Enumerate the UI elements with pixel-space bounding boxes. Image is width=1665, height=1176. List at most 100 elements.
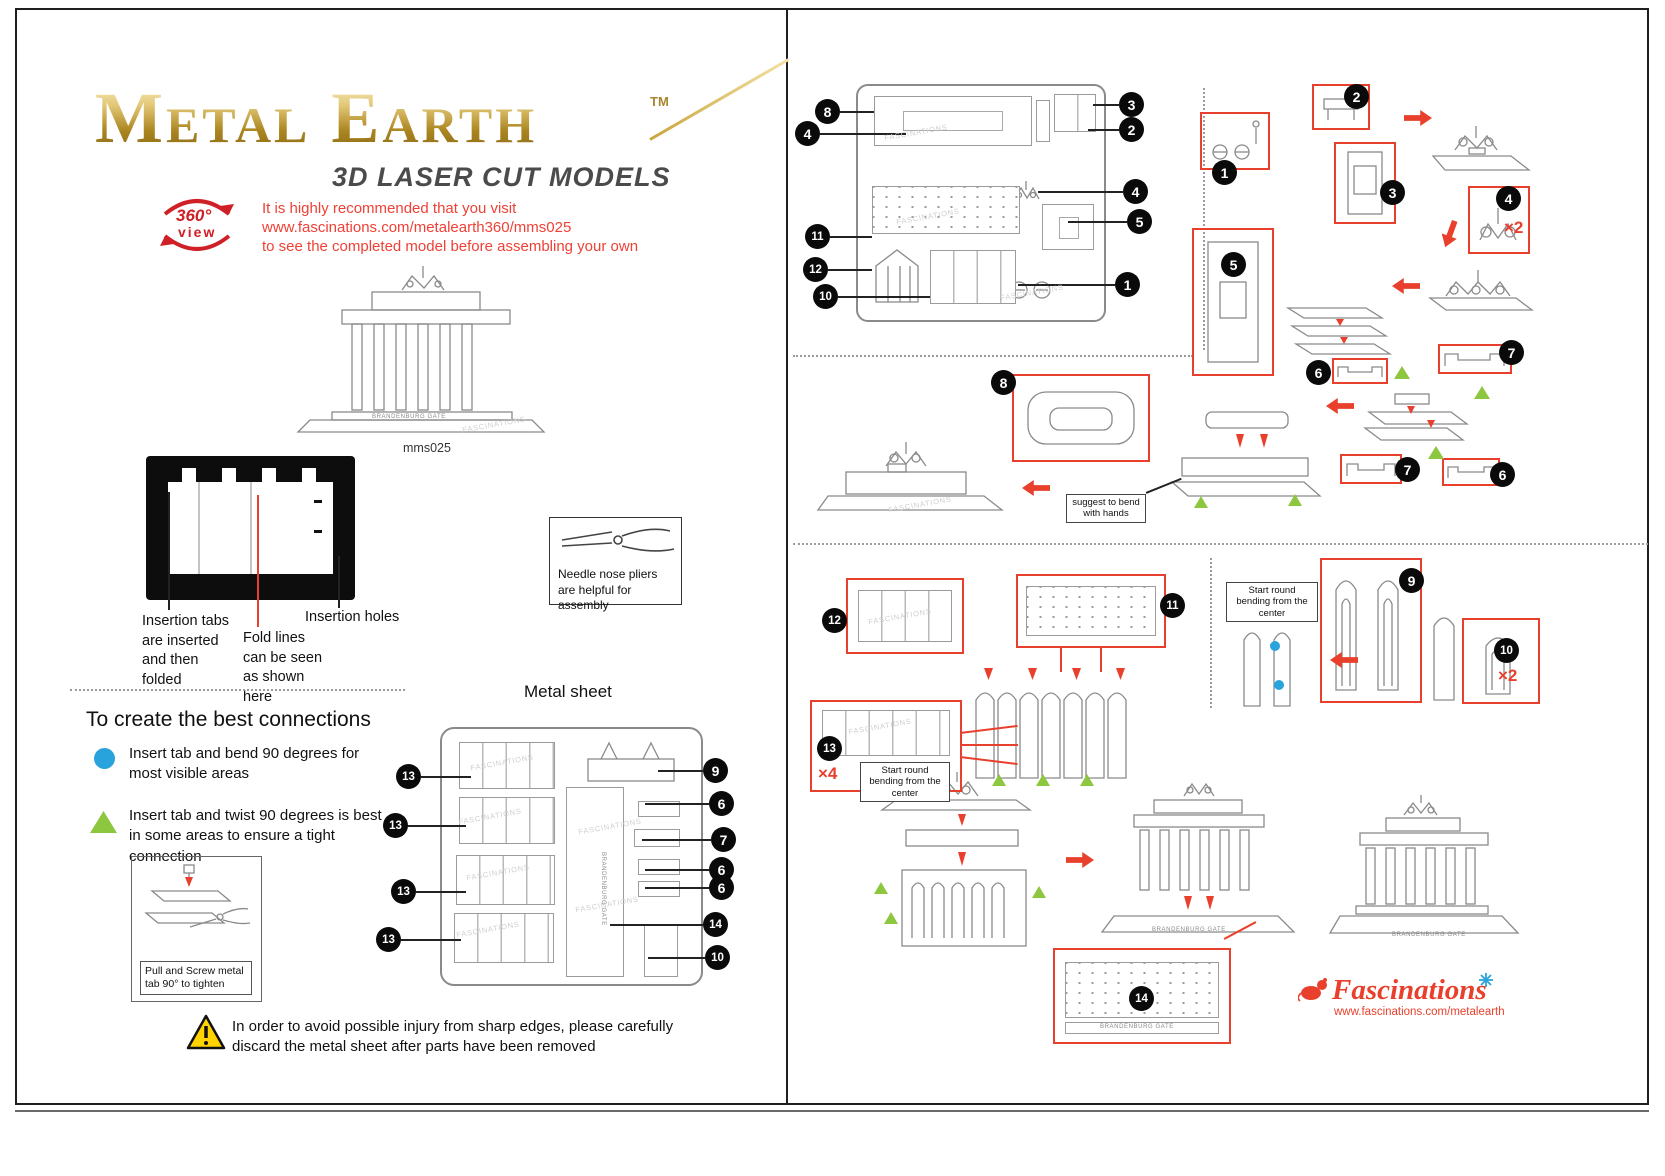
leader-line xyxy=(1038,191,1123,193)
insertion-tab-mark xyxy=(302,468,316,484)
bracket-part-sketch xyxy=(1337,366,1383,377)
step-13-badge: 13 xyxy=(817,736,842,761)
leader-line xyxy=(828,269,872,271)
step-3-badge: 3 xyxy=(1380,180,1405,205)
step1-result-sketch xyxy=(1431,126,1531,171)
connections-heading: To create the best connections xyxy=(86,708,371,731)
fascinations-brand: Fascinations xyxy=(1332,974,1487,1006)
twist-tip-text: Insert tab and twist 90 degrees is best … xyxy=(129,807,382,865)
leader-line xyxy=(830,236,872,238)
bend-dot-icon xyxy=(1274,680,1284,690)
leader-line xyxy=(401,939,461,941)
leader-line xyxy=(338,556,340,608)
step5-part-box xyxy=(1192,228,1274,376)
stage-base-label: BRANDENBURG GATE xyxy=(1392,932,1466,938)
map-part-dotted xyxy=(872,186,1020,234)
step8-result-sketch xyxy=(816,442,1004,511)
leader-line xyxy=(658,770,703,772)
dotted-divider xyxy=(70,689,405,691)
callout-7: 7 xyxy=(711,827,736,852)
callout-10: 10 xyxy=(813,284,838,309)
map-part-colonnade xyxy=(930,250,1016,304)
callout-8: 8 xyxy=(815,99,840,124)
callout-5: 5 xyxy=(1127,209,1152,234)
round-bend-note: Start round bending from the center xyxy=(1226,582,1318,623)
sheet-part-bracket xyxy=(638,881,680,897)
sparkle-icon xyxy=(1479,973,1493,987)
dotted-divider xyxy=(1203,88,1205,350)
callout-13: 13 xyxy=(376,927,401,952)
legend-fold: Fold lines can be seen as shown here xyxy=(243,630,323,705)
map-part-frame-window xyxy=(903,111,1003,131)
legend-holes: Insertion holes xyxy=(305,609,400,625)
step13-part xyxy=(822,710,950,756)
callout-3: 3 xyxy=(1119,92,1144,117)
fold-line-mark xyxy=(198,482,200,574)
callout-13: 13 xyxy=(391,879,416,904)
assembly-stage-c-sketch xyxy=(1328,795,1520,934)
dotted-divider xyxy=(1210,558,1212,708)
step-7-badge: 7 xyxy=(1395,457,1420,482)
pull-screw-note: Pull and Screw metal tab 90° to tighten xyxy=(140,960,252,995)
fold-line-mark xyxy=(250,482,252,574)
pull-screw-box: Pull and Screw metal tab 90° to tighten xyxy=(131,856,262,1002)
metal-sheet-title: Metal sheet xyxy=(524,682,612,701)
model-sku: mms025 xyxy=(403,441,451,455)
sheet-part-tall xyxy=(566,787,624,977)
step-14-badge: 14 xyxy=(1129,986,1154,1011)
sheet-part-arches xyxy=(587,741,675,782)
bend-dot-icon xyxy=(1270,641,1280,651)
leader-line xyxy=(421,776,471,778)
step11-part-box xyxy=(1016,574,1166,648)
sheet-part xyxy=(459,742,555,789)
step-10-badge: 10 xyxy=(1494,638,1519,663)
fascinations-mascot-icon xyxy=(1298,978,1327,1002)
step11-part xyxy=(1026,586,1156,636)
assembly-stage-b-sketch xyxy=(1100,782,1296,933)
step-1-badge: 1 xyxy=(1212,160,1237,185)
leader-line xyxy=(416,891,466,893)
step4-result-sketch xyxy=(1428,270,1534,311)
bend-tip-text: Insert tab and bend 90 degrees for most … xyxy=(129,745,360,783)
bracket-part-sketch xyxy=(1346,463,1396,476)
step9-part-box xyxy=(1320,558,1422,703)
step14-part-strip xyxy=(1065,1022,1219,1034)
leader-line xyxy=(645,887,709,889)
pliers-note-text: Needle nose pliers are helpful for assem… xyxy=(558,567,658,613)
sheet-part-bracket xyxy=(634,829,680,847)
step-2-badge: 2 xyxy=(1344,84,1369,109)
pull-screw-sketch xyxy=(144,864,251,928)
recommendation-url: www.fascinations.com/metalearth360/mms02… xyxy=(262,219,572,236)
step10-quantity: ×2 xyxy=(1498,666,1518,685)
dotted-divider xyxy=(793,543,1648,545)
fascinations-url: www.fascinations.com/metalearth xyxy=(1334,1006,1505,1018)
leader-line xyxy=(648,957,705,959)
leader-line xyxy=(408,825,466,827)
columns-assembly-sketch xyxy=(975,668,1127,786)
step1-part-box xyxy=(1200,112,1270,170)
callout-13: 13 xyxy=(383,813,408,838)
bend-hands-note: suggest to bend with hands xyxy=(1066,494,1146,523)
leader-line xyxy=(610,924,703,926)
step-11-badge: 11 xyxy=(1160,593,1185,618)
step5-plates-sketch xyxy=(1285,307,1393,355)
step-5-badge: 5 xyxy=(1221,252,1246,277)
leader-line xyxy=(645,803,709,805)
step-4-badge: 4 xyxy=(1496,186,1521,211)
sheet-tall-label: BRANDENBURG GATE xyxy=(600,852,606,926)
sheet-part-bracket xyxy=(638,801,680,817)
leader-line xyxy=(645,869,709,871)
leader-line xyxy=(168,492,170,610)
callout-13: 13 xyxy=(396,764,421,789)
leader-line xyxy=(642,839,711,841)
insertion-tab-mark xyxy=(222,468,236,484)
leader-line xyxy=(960,744,1018,746)
blue-dot-columns-sketch xyxy=(1243,632,1291,707)
page-border xyxy=(15,8,1649,1105)
insertion-tab-mark xyxy=(182,468,196,484)
callout-6: 6 xyxy=(709,875,734,900)
step13-part-box xyxy=(810,700,962,792)
parts-map-outline xyxy=(856,84,1106,322)
callout-12: 12 xyxy=(803,257,828,282)
step5-part-sketch xyxy=(1207,241,1259,363)
